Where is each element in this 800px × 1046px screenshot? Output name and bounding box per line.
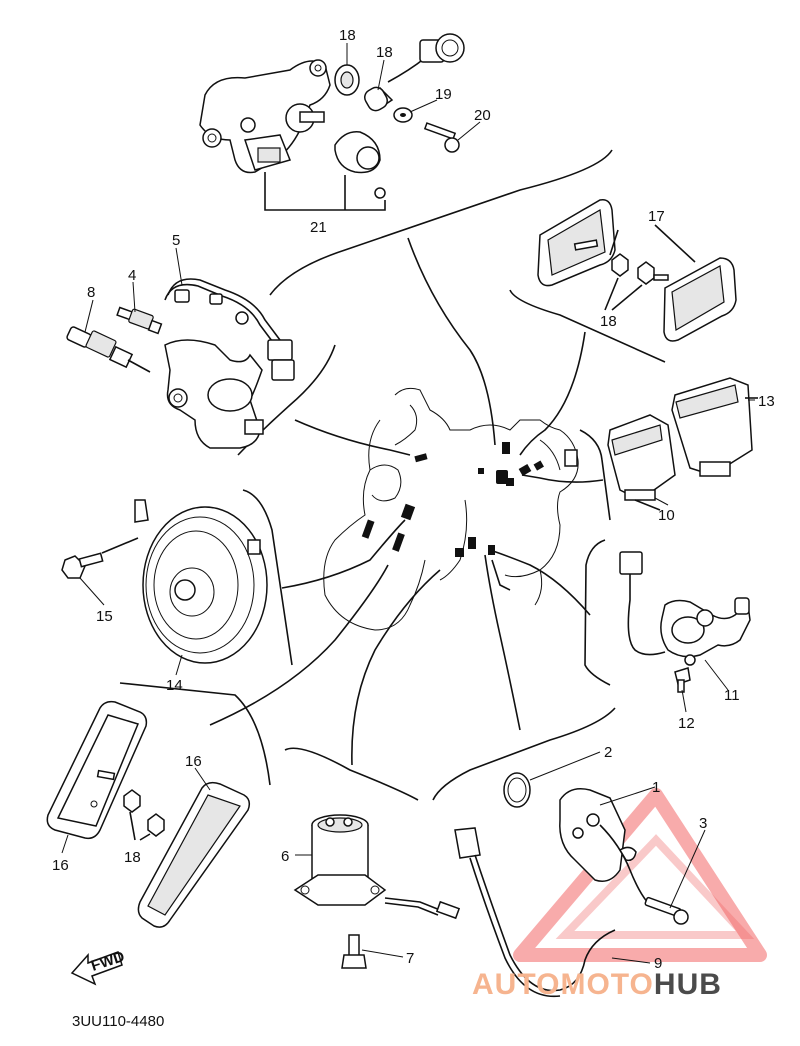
callout-1: 1 — [652, 779, 660, 796]
callout-20: 18 — [376, 44, 393, 61]
fwd-arrow: FWD — [70, 948, 127, 986]
leader-lines — [209, 237, 604, 766]
callout-21: 19 — [435, 86, 452, 103]
callout-16-left: 16 — [52, 857, 69, 874]
callout-5: 5 — [172, 232, 180, 249]
callout-13: 13 — [758, 393, 775, 410]
relay-units — [607, 377, 758, 511]
callout-15: 15 — [96, 608, 113, 625]
callout-9: 9 — [654, 955, 662, 972]
fuel-sender — [619, 551, 751, 693]
callout-4: 4 — [128, 267, 136, 284]
callout-19: 18 — [339, 27, 356, 44]
svg-text:AUTOMOTOHUB: AUTOMOTOHUB — [472, 968, 722, 1001]
callout-10: 10 — [658, 507, 675, 524]
callout-7: 7 — [406, 950, 414, 967]
watermark-part1: AUTOMOTO — [472, 968, 654, 1001]
watermark-logo: AUTOMOTOHUB — [472, 968, 722, 1001]
solenoid — [293, 814, 461, 969]
neutral-switch — [454, 772, 689, 998]
callout-lines — [61, 43, 755, 964]
callout-17: 17 — [648, 208, 665, 225]
diagram-code: 3UU110-4480 — [72, 1013, 164, 1030]
callout-16-right: 16 — [185, 753, 202, 770]
frame-chassis — [323, 387, 579, 631]
callout-14: 14 — [166, 677, 183, 694]
callout-2: 2 — [604, 744, 612, 761]
callout-labels: 18 18 19 20 21 17 18 5 4 8 13 10 15 14 1… — [52, 27, 775, 972]
reflector-top-right — [537, 198, 737, 342]
callout-23: 21 — [310, 219, 327, 236]
watermark-part2: HUB — [654, 968, 722, 1001]
callout-3: 3 — [699, 815, 707, 832]
sensor-cluster — [66, 278, 295, 449]
callout-12: 12 — [678, 715, 695, 732]
callout-18-lower: 18 — [124, 849, 141, 866]
callout-11: 11 — [724, 687, 740, 704]
center-connectors — [361, 442, 544, 557]
switch-assembly — [199, 33, 465, 211]
callout-8: 8 — [87, 284, 95, 301]
region-dividers — [119, 149, 666, 801]
callout-6: 6 — [281, 848, 289, 865]
side-reflectors — [46, 700, 251, 928]
watermark-triangle — [513, 788, 767, 962]
callout-22: 20 — [474, 107, 491, 124]
callout-18-upper: 18 — [600, 313, 617, 330]
horn — [61, 499, 268, 664]
